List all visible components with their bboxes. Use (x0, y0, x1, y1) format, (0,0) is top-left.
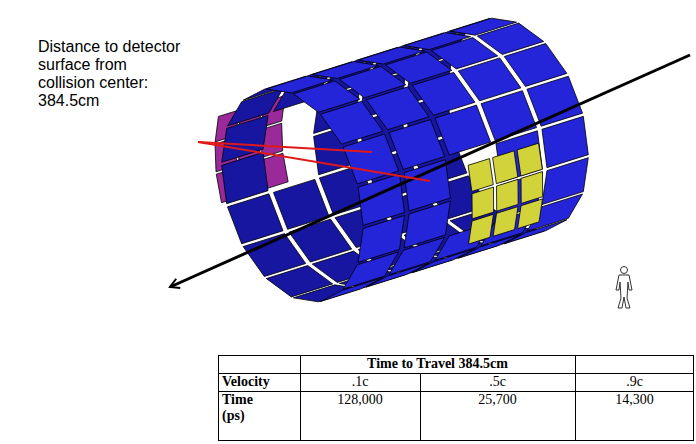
table-rule (218, 373, 694, 374)
yellow-tile (521, 172, 543, 204)
table-rule (575, 355, 576, 441)
table-cell: 14,300 (575, 392, 694, 408)
table-cell: .1c (300, 374, 420, 390)
table-cell: 25,700 (420, 392, 575, 408)
row-header: Velocity (222, 374, 298, 390)
yellow-tile (517, 143, 542, 176)
table-rule (420, 373, 421, 441)
detector-tile (222, 115, 268, 162)
yellow-tile (468, 159, 493, 192)
table-rule (300, 355, 301, 441)
yellow-tile (493, 151, 518, 184)
table-cell: .5c (420, 374, 575, 390)
detector-tile (481, 91, 537, 141)
leader-line (198, 142, 430, 181)
yellow-tile (472, 187, 494, 219)
detector-tiles (215, 18, 588, 302)
table-cell: 128,000 (300, 392, 420, 408)
table-cell: .9c (575, 374, 694, 390)
callout-text: Distance to detector surface from collis… (38, 38, 184, 110)
person-head (621, 267, 628, 274)
person-figure (616, 267, 632, 309)
detector-tile (343, 134, 399, 184)
person-body (616, 275, 632, 308)
detector-tile (527, 76, 583, 126)
row-header: Time (ps) (222, 392, 268, 424)
yellow-tile (497, 179, 519, 211)
table-header: Time to Travel 384.5cm (300, 356, 575, 372)
table-border (219, 356, 694, 441)
beam-line (170, 55, 690, 287)
detector-tile (389, 120, 445, 170)
table-grid (218, 355, 694, 441)
table-rule (218, 391, 694, 392)
